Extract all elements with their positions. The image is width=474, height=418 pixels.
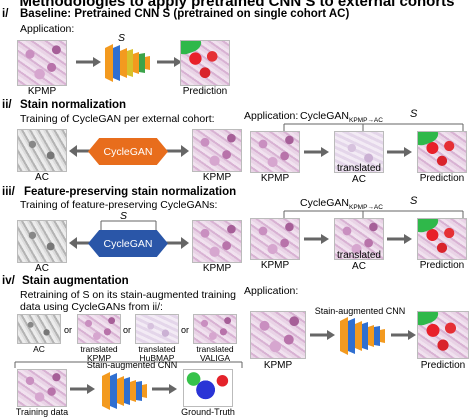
translated-ac-image xyxy=(334,131,384,173)
ac-image-iii xyxy=(17,220,67,263)
kpmp-app-label: KPMP xyxy=(260,173,290,184)
cnn-network-icon xyxy=(340,317,385,355)
section-ii-number: ii/ xyxy=(2,99,12,111)
bracket-lines-iii xyxy=(283,210,464,218)
section-iv-heading: Stain augmentation xyxy=(22,275,129,287)
or-label-2: or xyxy=(123,325,132,335)
ac-label-iii: AC xyxy=(35,263,49,274)
flow-arrow-icon xyxy=(304,147,329,157)
prediction-image-iii xyxy=(417,218,467,260)
section-i-heading: Baseline: Pretrained CNN S (pretrained o… xyxy=(20,8,350,20)
cyclegan-label: CycleGAN xyxy=(103,145,153,158)
prediction-image-iv xyxy=(417,311,469,359)
section-iii-number: iii/ xyxy=(2,186,15,198)
aug-tile-valiga-label: translated VALIGA xyxy=(196,344,234,363)
prediction-label-ii: Prediction xyxy=(419,173,465,184)
section-i-application: Application: xyxy=(20,23,75,35)
cnn-s-label-iii: S xyxy=(120,210,128,222)
flow-arrow-icon xyxy=(157,57,182,67)
aug-tile-valiga xyxy=(193,314,237,344)
cyclegan-box: CycleGAN xyxy=(88,138,168,165)
training-data-label: Training data xyxy=(15,407,69,417)
cnn-network-icon xyxy=(105,44,150,82)
training-cnn-label: Stain-augmented CNN xyxy=(86,360,178,370)
cyclegan-kpmp-to-ac-iii: CycleGANKPMP→AC xyxy=(300,197,383,212)
aug-tile-hubmap xyxy=(135,314,179,344)
training-bracket xyxy=(14,361,243,368)
flow-arrow-icon xyxy=(310,330,335,340)
bracket-lines xyxy=(283,123,464,131)
prediction-label-iv: Prediction xyxy=(420,360,466,371)
prediction-image xyxy=(180,40,230,86)
section-iv-number: iv/ xyxy=(2,275,15,287)
aug-tile-hubmap-label: translated HuBMAP xyxy=(138,344,176,363)
flow-arrow-icon xyxy=(152,384,177,394)
kpmp-label: KPMP xyxy=(27,86,57,97)
aug-tile-kpmp xyxy=(77,314,121,344)
cnn-s-label-iii-app: S xyxy=(410,195,418,207)
translated-label-iii: translated xyxy=(337,250,381,261)
ground-truth-label: Ground-Truth xyxy=(181,407,235,417)
translated-ac-label-iii: AC xyxy=(352,261,366,272)
aug-tile-ac-label: AC xyxy=(33,344,45,354)
prediction-label: Prediction xyxy=(182,86,228,97)
kpmp-training-image xyxy=(192,129,242,172)
cnn-network-icon xyxy=(102,372,147,410)
training-data-image xyxy=(17,369,67,407)
flow-arrow-icon xyxy=(304,234,329,244)
flow-arrow-icon xyxy=(387,147,412,157)
kpmp-training-image-iii xyxy=(192,220,242,263)
translated-ac-image-iii xyxy=(334,218,384,260)
cnn-s-label: S xyxy=(118,32,126,44)
section-iv-desc-1: Retraining of S on its stain-augmented t… xyxy=(20,289,236,301)
section-i-number: i/ xyxy=(2,8,9,20)
cyclegan-kpmp-to-ac: CycleGANKPMP→AC xyxy=(300,110,383,125)
section-ii-training-text: Training of CycleGAN per external cohort… xyxy=(20,113,215,125)
flow-arrow-icon xyxy=(70,384,95,394)
section-ii-application: Application: xyxy=(244,110,299,122)
kpmp-training-label: KPMP xyxy=(202,172,232,183)
section-iii-heading: Feature-preserving stain normalization xyxy=(24,186,237,198)
prediction-image-ii xyxy=(417,131,467,173)
translated-label: translated xyxy=(337,163,381,174)
kpmp-app-label-iii: KPMP xyxy=(260,260,290,271)
section-iii-training-text: Training of feature-preserving CycleGANs… xyxy=(20,199,218,211)
kpmp-training-label-iii: KPMP xyxy=(202,263,232,274)
kpmp-app-label-iv: KPMP xyxy=(263,360,293,371)
aug-tile-kpmp-label: translated KPMP xyxy=(80,344,118,363)
prediction-label-iii: Prediction xyxy=(419,260,465,271)
app-cnn-label: Stain-augmented CNN xyxy=(314,306,406,316)
kpmp-app-image xyxy=(250,131,300,173)
flow-arrow-icon xyxy=(76,57,101,67)
section-ii-heading: Stain normalization xyxy=(20,99,127,111)
kpmp-app-image-iii xyxy=(250,218,300,260)
ac-label: AC xyxy=(35,172,49,183)
cyclegan-label-iii: CycleGAN xyxy=(103,237,153,250)
page-title: Methodologies to apply pretrained CNN S … xyxy=(19,0,455,10)
translated-ac-label: AC xyxy=(352,174,366,185)
section-iv-application: Application: xyxy=(244,285,299,297)
aug-tile-ac xyxy=(17,314,61,344)
flow-arrow-icon xyxy=(387,234,412,244)
kpmp-input-image xyxy=(17,40,67,86)
or-label-3: or xyxy=(181,325,190,335)
flow-arrow-icon xyxy=(391,330,416,340)
ground-truth-image xyxy=(183,369,233,407)
or-label-1: or xyxy=(64,325,73,335)
section-iv-desc-2: data using CycleGANs from ii/: xyxy=(20,301,163,313)
ac-image xyxy=(17,129,67,172)
kpmp-app-image-iv xyxy=(250,311,306,359)
feature-preserving-cyclegan-box: CycleGAN xyxy=(88,230,168,257)
cnn-s-label-ii: S xyxy=(410,108,418,120)
